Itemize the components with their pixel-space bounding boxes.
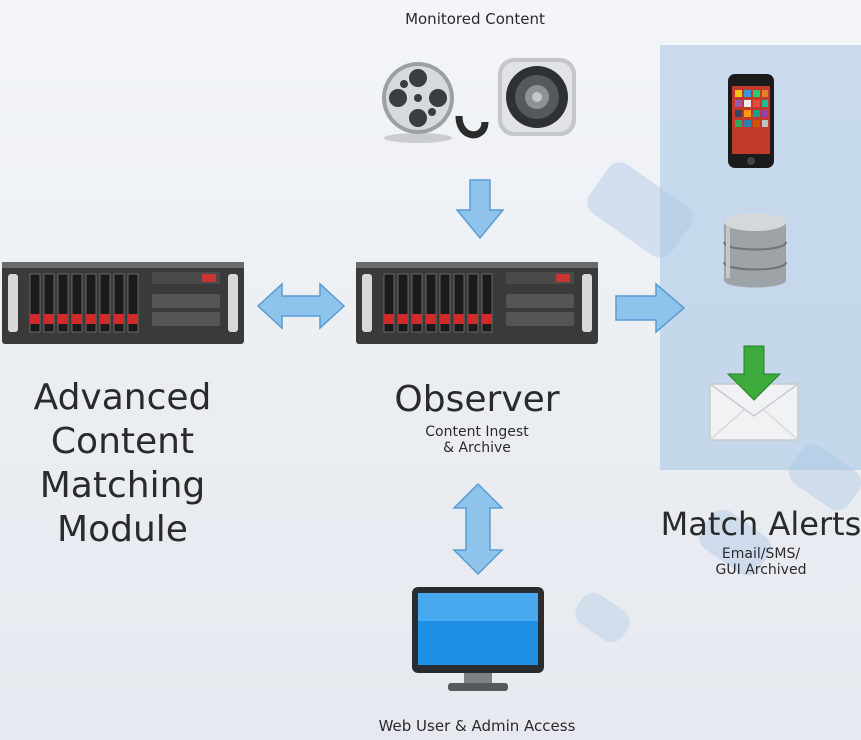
down-arrow-icon: [455, 179, 505, 240]
email-download-icon: [709, 345, 799, 441]
bidirectional-arrow-icon: [256, 282, 346, 330]
match-alerts-title: Match Alerts: [660, 505, 861, 543]
observer-caption: Content Ingest & Archive: [356, 424, 598, 456]
speaker-icon: [498, 58, 576, 136]
bidirectional-vertical-arrow-icon: [452, 482, 504, 576]
bg-diamond: [569, 587, 636, 648]
match-alerts-caption-line: GUI Archived: [715, 562, 807, 578]
monitored-content-title: Monitored Content: [405, 10, 545, 28]
right-arrow-icon: [615, 282, 686, 334]
advanced-line: Module: [57, 509, 188, 550]
server-icon: [356, 262, 598, 344]
match-alerts-caption: Email/SMS/ GUI Archived: [648, 546, 861, 578]
advanced-module-label: Advanced Content Matching Module: [0, 376, 245, 552]
match-alerts-caption-line: Email/SMS/: [721, 546, 801, 562]
advanced-line: Content: [50, 421, 195, 462]
advanced-line: Matching: [39, 465, 206, 506]
film-strip-icon: [455, 115, 489, 139]
database-icon: [723, 213, 787, 288]
server-icon: [2, 262, 244, 344]
phone-icon: [728, 74, 774, 168]
observer-title: Observer: [394, 379, 560, 420]
web-access-label: Web User & Admin Access: [378, 717, 576, 735]
observer-caption-line: & Archive: [443, 440, 511, 456]
film-reel-icon: [382, 62, 454, 143]
advanced-line: Advanced: [33, 377, 212, 418]
observer-caption-line: Content Ingest: [425, 424, 529, 440]
monitor-icon: [412, 587, 544, 691]
